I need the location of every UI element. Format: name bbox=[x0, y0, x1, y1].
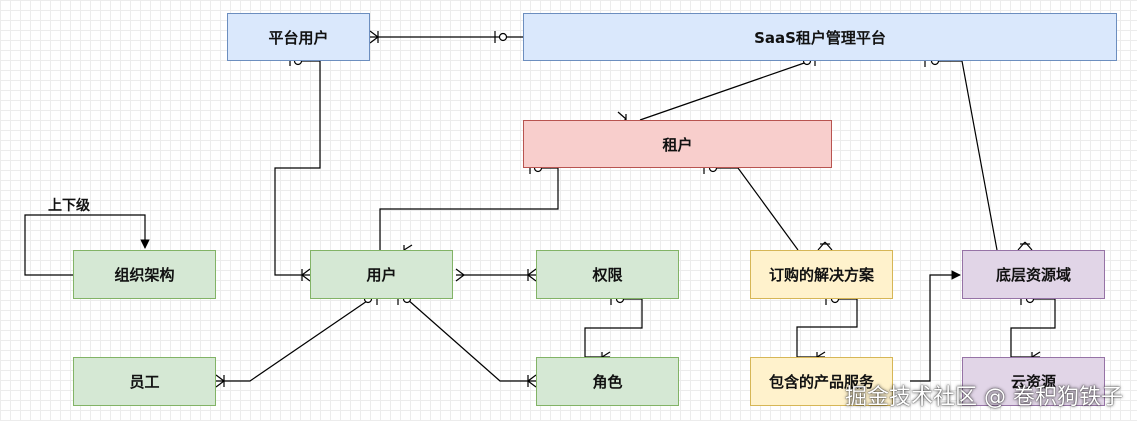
edge-tenant-solution bbox=[713, 167, 799, 251]
entity-product-service[interactable]: 包含的产品服务 bbox=[750, 357, 893, 406]
cardinality-zero-one-icon bbox=[494, 31, 508, 43]
edge-saas-tenant bbox=[639, 60, 811, 121]
entity-role[interactable]: 角色 bbox=[536, 357, 679, 406]
edge-solution-product bbox=[796, 298, 858, 358]
entity-label: 租户 bbox=[662, 135, 693, 154]
entity-saas-platform[interactable]: SaaS租户管理平台 bbox=[523, 13, 1117, 61]
entity-platform-user[interactable]: 平台用户 bbox=[227, 13, 370, 61]
entity-label: 员工 bbox=[129, 373, 160, 391]
cardinality-many-icon bbox=[817, 241, 833, 251]
entity-cloud-resource[interactable]: 云资源 bbox=[962, 357, 1105, 406]
cardinality-many-icon bbox=[527, 268, 537, 282]
entity-label: 角色 bbox=[592, 373, 623, 391]
entity-label: 平台用户 bbox=[268, 28, 329, 47]
edge-saas-resource bbox=[932, 60, 998, 251]
edge-user-employee bbox=[216, 298, 371, 382]
entity-solution[interactable]: 订购的解决方案 bbox=[750, 250, 893, 299]
entity-permission[interactable]: 权限 bbox=[536, 250, 679, 299]
entity-label: 包含的产品服务 bbox=[768, 373, 874, 391]
cardinality-many-icon bbox=[1017, 241, 1033, 251]
entity-label: 底层资源域 bbox=[995, 266, 1071, 284]
cardinality-many-icon bbox=[527, 374, 537, 388]
hierarchy-label: 上下级 bbox=[48, 198, 90, 214]
edge-permission-role bbox=[584, 298, 643, 358]
edge-tenant-user bbox=[379, 167, 559, 250]
entity-org[interactable]: 组织架构 bbox=[73, 250, 216, 299]
edge-user-role bbox=[406, 298, 536, 382]
entity-user[interactable]: 用户 bbox=[310, 250, 453, 299]
entity-tenant[interactable]: 租户 bbox=[523, 120, 832, 168]
watermark: 掘金技术社区 @ 卷积狗铁子 bbox=[845, 385, 1123, 410]
entity-employee[interactable]: 员工 bbox=[73, 357, 216, 406]
cardinality-many-icon bbox=[455, 268, 465, 282]
cardinality-many-icon bbox=[369, 30, 379, 44]
edge-org-hierarchy bbox=[24, 214, 150, 276]
entity-label: 组织架构 bbox=[114, 266, 175, 284]
cardinality-many-icon bbox=[215, 374, 225, 388]
entity-label: 用户 bbox=[366, 266, 397, 284]
entity-label: 订购的解决方案 bbox=[768, 266, 874, 284]
entity-label: 权限 bbox=[592, 266, 623, 284]
edge-product-resource bbox=[910, 270, 961, 382]
entity-resource-domain[interactable]: 底层资源域 bbox=[962, 250, 1105, 299]
entity-label: SaaS租户管理平台 bbox=[754, 28, 886, 47]
cardinality-many-icon bbox=[301, 268, 311, 282]
edge-platformuser-user bbox=[274, 60, 321, 276]
entity-label: 云资源 bbox=[1010, 373, 1056, 391]
edge-resource-cloud bbox=[1010, 298, 1056, 358]
